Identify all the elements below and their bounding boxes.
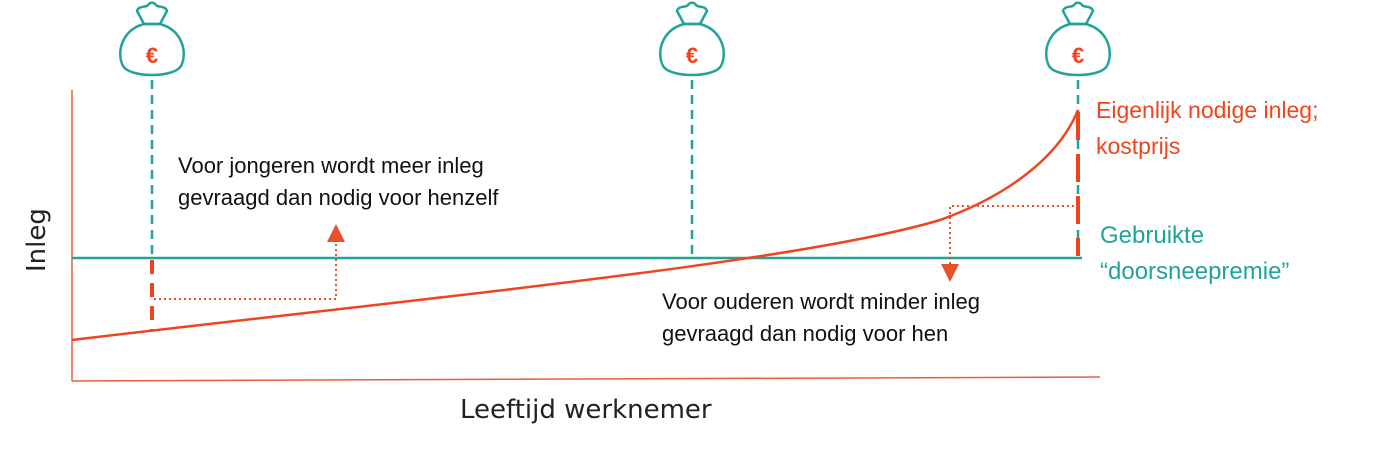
arrow-old-head xyxy=(941,264,959,282)
svg-text:€: € xyxy=(1072,43,1084,68)
annotation-old: Voor ouderen wordt minder inleg gevraagd… xyxy=(662,286,980,350)
money-bag-icon: € xyxy=(658,1,726,77)
annotation-old-line-2: gevraagd dan nodig voor hen xyxy=(662,321,949,346)
label-actual-cost-line-1: Eigenlijk nodige inleg; xyxy=(1096,97,1319,123)
x-axis xyxy=(71,376,1101,382)
actual-cost-curve xyxy=(71,109,1080,342)
annotation-young-line-1: Voor jongeren wordt meer inleg xyxy=(178,153,484,178)
money-bag-icon: € xyxy=(118,1,186,77)
y-axis-title-text: Inleg xyxy=(22,208,52,272)
y-axis-title: Inleg xyxy=(22,208,52,272)
annotation-young-line-2: gevraagd dan nodig voor henzelf xyxy=(178,185,499,210)
arrow-young-head xyxy=(327,224,345,242)
x-axis-title-text: Leeftijd werknemer xyxy=(460,395,712,425)
label-average-premium-line-1: Gebruikte xyxy=(1100,222,1205,249)
label-average-premium-line-2: “doorsneepremie” xyxy=(1100,258,1290,285)
svg-text:€: € xyxy=(686,43,698,68)
x-axis-title: Leeftijd werknemer xyxy=(460,395,712,425)
arrow-old-path xyxy=(949,205,1074,266)
annotation-young: Voor jongeren wordt meer inleg gevraagd … xyxy=(178,150,498,214)
label-actual-cost-line-2: kostprijs xyxy=(1096,133,1181,159)
annotation-old-line-1: Voor ouderen wordt minder inleg xyxy=(662,289,980,314)
arrow-young-path xyxy=(154,240,337,300)
label-average-premium: Gebruikte “doorsneepremie” xyxy=(1100,218,1289,290)
label-actual-cost: Eigenlijk nodige inleg; kostprijs xyxy=(1096,92,1319,164)
svg-text:€: € xyxy=(146,43,158,68)
money-bag-icon: € xyxy=(1044,1,1112,77)
